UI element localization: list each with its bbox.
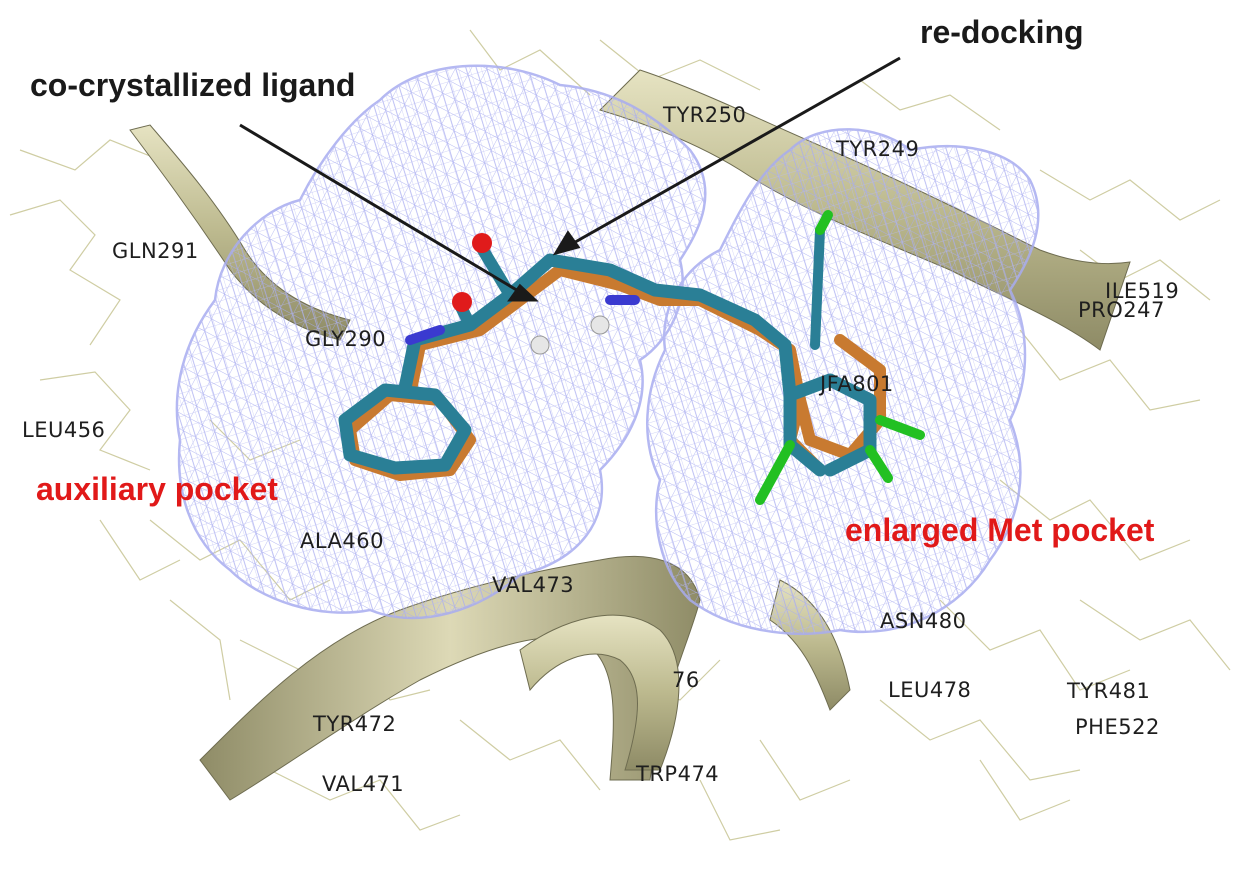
residue-label-tyr250: TYR250 [662,103,746,127]
residue-label-jfa801: JFA801 [818,372,894,396]
residue-label-gln291: GLN291 [112,239,199,263]
residue-label-asn480: ASN480 [880,609,967,633]
redocking-label: re-docking [920,14,1084,50]
residue-label-leu456: LEU456 [22,418,105,442]
residue-label-val471: VAL471 [322,772,404,796]
residue-label-ile519: ILE519 [1105,279,1179,303]
residue-label-tyr481: TYR481 [1066,679,1150,703]
residue-label-pro247: PRO247 [1078,298,1165,322]
auxiliary-pocket-label: auxiliary pocket [36,471,278,507]
co-crystallized-label: co-crystallized ligand [30,67,355,103]
atoms [405,210,925,505]
residue-label-tyr472: TYR472 [312,712,396,736]
ribbon-helix-curl [519,614,680,771]
residue-label-phe522: PHE522 [1075,715,1160,739]
residue-label-ala460: ALA460 [300,529,384,553]
residue-label-tyr249: TYR249 [835,137,919,161]
callout-arrows [239,56,901,302]
residue-label-leu478: LEU478 [888,678,971,702]
residue-labels: TYR250 TYR249 GLN291 GLY290 ILE519 PRO24… [22,103,1179,796]
enlarged-met-pocket-label: enlarged Met pocket [845,512,1155,548]
residue-label-val473: VAL473 [492,573,574,597]
residue-label-gly290: GLY290 [305,327,386,351]
residue-label-476: 76 [672,668,700,692]
residue-label-trp474: TRP474 [635,762,719,786]
annotation-labels: co-crystallized ligand re-docking auxili… [30,14,1155,548]
crystal-ligand [338,225,877,477]
